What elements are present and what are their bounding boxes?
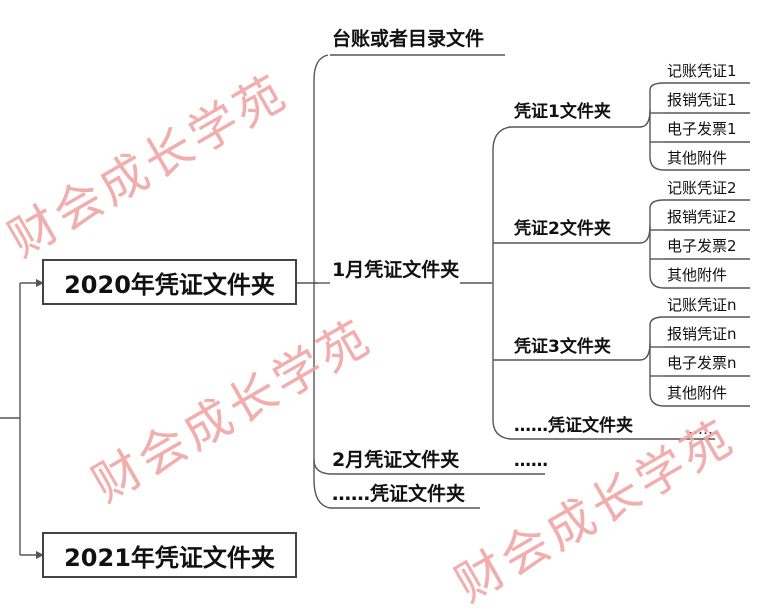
root-node-2021: 2021年凭证文件夹 xyxy=(42,532,297,578)
level3-e-invoice-1: 电子发票1 xyxy=(667,120,737,138)
level2-month2-ellipsis: …… xyxy=(514,451,548,471)
level1-more-folders: ……凭证文件夹 xyxy=(332,483,466,505)
level2-more-voucher-folders: ……凭证文件夹 xyxy=(514,416,633,436)
connector-lines xyxy=(0,54,750,559)
level3-other-attachments-2: 其他附件 xyxy=(667,266,728,284)
level3-reimbursement-voucher-1: 报销凭证1 xyxy=(667,91,737,109)
level1-month2-folder: 2月凭证文件夹 xyxy=(332,449,460,471)
mind-map: 2020年凭证文件夹 2021年凭证文件夹 台账或者目录文件 1月凭证文件夹 2… xyxy=(0,28,750,613)
level3-more-ellipsis: …… xyxy=(688,420,718,438)
level3-bookkeeping-voucher-2: 记账凭证2 xyxy=(667,179,737,197)
level1-ledger-file: 台账或者目录文件 xyxy=(332,28,485,50)
level1-month1-folder: 1月凭证文件夹 xyxy=(332,259,460,281)
level3-bookkeeping-voucher-1: 记账凭证1 xyxy=(667,62,737,80)
level3-e-invoice-n: 电子发票n xyxy=(667,354,737,372)
level2-voucher1-folder: 凭证1文件夹 xyxy=(514,102,611,122)
level3-other-attachments-n: 其他附件 xyxy=(667,384,728,402)
level3-bookkeeping-voucher-n: 记账凭证n xyxy=(667,296,737,314)
level3-reimbursement-voucher-2: 报销凭证2 xyxy=(667,208,737,226)
level3-e-invoice-2: 电子发票2 xyxy=(667,237,737,255)
level3-reimbursement-voucher-n: 报销凭证n xyxy=(667,325,737,343)
level2-voucher2-folder: 凭证2文件夹 xyxy=(514,219,611,239)
root-node-2020: 2020年凭证文件夹 xyxy=(42,259,297,305)
level3-other-attachments-1: 其他附件 xyxy=(667,149,728,167)
level2-voucher3-folder: 凭证3文件夹 xyxy=(514,337,611,357)
